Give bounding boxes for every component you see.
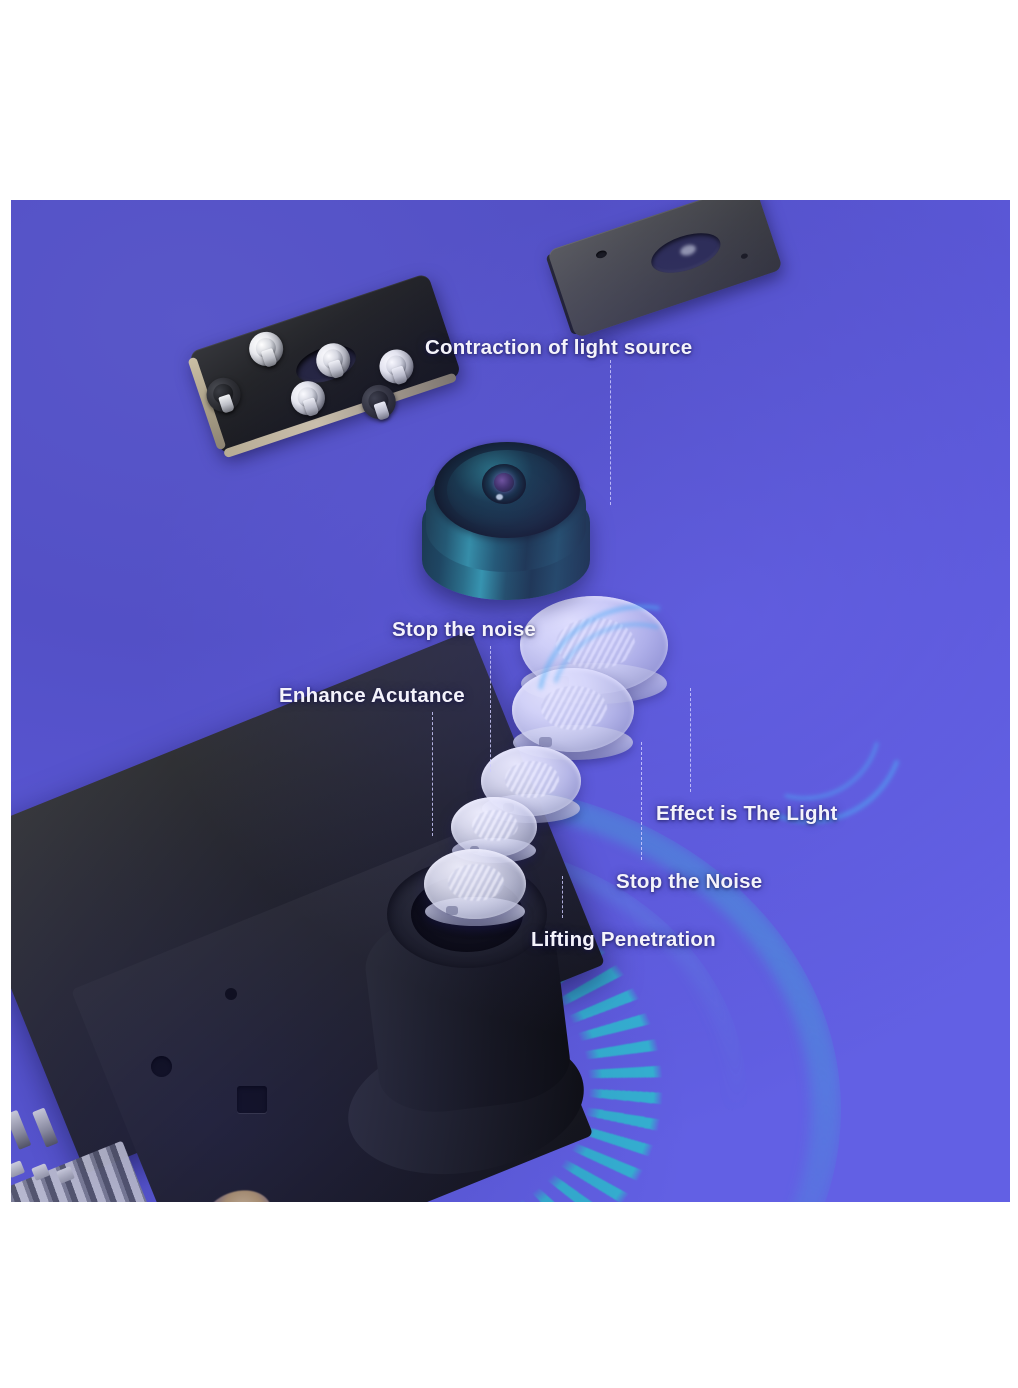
lens-module-specular-highlight: [496, 494, 503, 500]
camera-body: [11, 630, 606, 1202]
lens-element-ridges: [505, 761, 559, 798]
lens-element-ridges: [448, 864, 504, 901]
mounting-faceplate: [545, 200, 783, 339]
lens-element-notch: [538, 736, 553, 747]
lens-module-iris: [494, 473, 514, 492]
leader-line-stop-the-noise-upper: [490, 646, 491, 772]
lens-module: [420, 440, 594, 610]
glass-5: [424, 849, 526, 926]
leader-line-effect-is-the-light: [690, 688, 691, 792]
callout-label-contraction-of-light-source: Contraction of light source: [425, 336, 693, 359]
callout-label-stop-the-noise-upper: Stop the noise: [392, 618, 537, 641]
camera-screw-hole: [151, 1056, 172, 1077]
connector-chip: [56, 1166, 75, 1184]
callout-label-enhance-acutance: Enhance Acutance: [279, 684, 465, 707]
leader-line-lifting-penetration: [562, 876, 563, 918]
glass-4: [451, 797, 537, 863]
lens-element-notch: [446, 906, 458, 915]
sonar-arc: [698, 615, 910, 829]
connector-pin: [32, 1107, 59, 1148]
connector-pin: [11, 1109, 32, 1150]
lens-element-ridges: [555, 617, 636, 669]
lens-element-ridges: [471, 810, 519, 842]
leader-line-contraction-of-light-source: [610, 360, 611, 505]
camera-port: [237, 1086, 267, 1113]
lens-element-ridges: [541, 686, 608, 731]
callout-label-stop-the-noise-lower: Stop the Noise: [616, 870, 763, 893]
leader-line-stop-the-noise-lower: [641, 742, 642, 860]
camera-screw-hole: [225, 988, 237, 1000]
connector-chip: [31, 1163, 50, 1181]
led-board: [187, 272, 462, 459]
lens-module-front-glass: [434, 442, 580, 538]
connector-chip: [11, 1160, 26, 1178]
callout-label-lifting-penetration: Lifting Penetration: [531, 928, 716, 951]
callout-label-effect-is-the-light: Effect is The Light: [656, 802, 838, 825]
lens-module-pupil: [482, 464, 526, 504]
glass-2: [512, 668, 634, 761]
leader-line-enhance-acutance: [432, 712, 433, 836]
